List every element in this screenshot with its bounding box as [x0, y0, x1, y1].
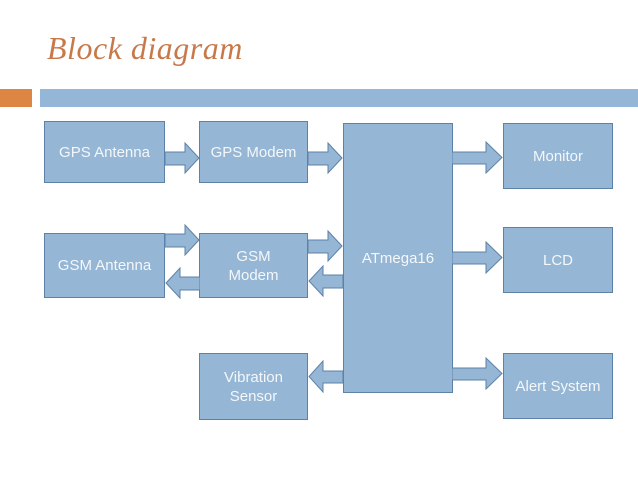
node-gps-modem: GPS Modem [199, 121, 308, 183]
arrow-atmega16-to-alert-system-icon [452, 357, 503, 390]
node-atmega16: ATmega16 [343, 123, 453, 393]
node-monitor: Monitor [503, 123, 613, 189]
node-gsm-antenna: GSM Antenna [44, 233, 165, 298]
node-alert-system-label: Alert System [515, 377, 601, 395]
node-monitor-label: Monitor [532, 147, 584, 165]
arrow-gsm-modem-to-atmega16-icon [308, 230, 343, 262]
node-gps-antenna-label: GPS Antenna [59, 143, 150, 161]
node-gsm-antenna-label: GSM Antenna [57, 257, 152, 274]
node-vibration-sensor: Vibration Sensor [199, 353, 308, 420]
node-atmega16-label: ATmega16 [361, 249, 435, 267]
node-gsm-modem-label: GSM Modem [228, 247, 279, 284]
accent-blue-bar [40, 89, 638, 107]
node-gps-antenna: GPS Antenna [44, 121, 165, 183]
node-gps-modem-label: GPS Modem [210, 143, 297, 161]
arrow-atmega16-to-monitor-icon [452, 141, 503, 174]
node-alert-system: Alert System [503, 353, 613, 419]
arrow-atmega16-to-gsm-modem-icon [308, 265, 343, 297]
arrow-atmega16-to-lcd-icon [452, 241, 503, 274]
node-lcd-label: LCD [542, 251, 573, 269]
arrow-gsm-modem-to-gsm-antenna-icon [165, 267, 200, 299]
arrow-gsm-antenna-to-gsm-modem-icon [165, 224, 200, 256]
arrow-gps-antenna-to-gps-modem-icon [165, 142, 200, 174]
page-title: Block diagram [47, 30, 243, 66]
node-vibration-sensor-label: Vibration Sensor [224, 368, 283, 405]
accent-orange-block [0, 89, 32, 107]
node-gsm-modem: GSM Modem [199, 233, 308, 298]
arrow-gps-modem-to-atmega16-icon [308, 142, 343, 174]
arrow-atmega16-to-vibration-sensor-icon [308, 360, 343, 393]
node-lcd: LCD [503, 227, 613, 293]
